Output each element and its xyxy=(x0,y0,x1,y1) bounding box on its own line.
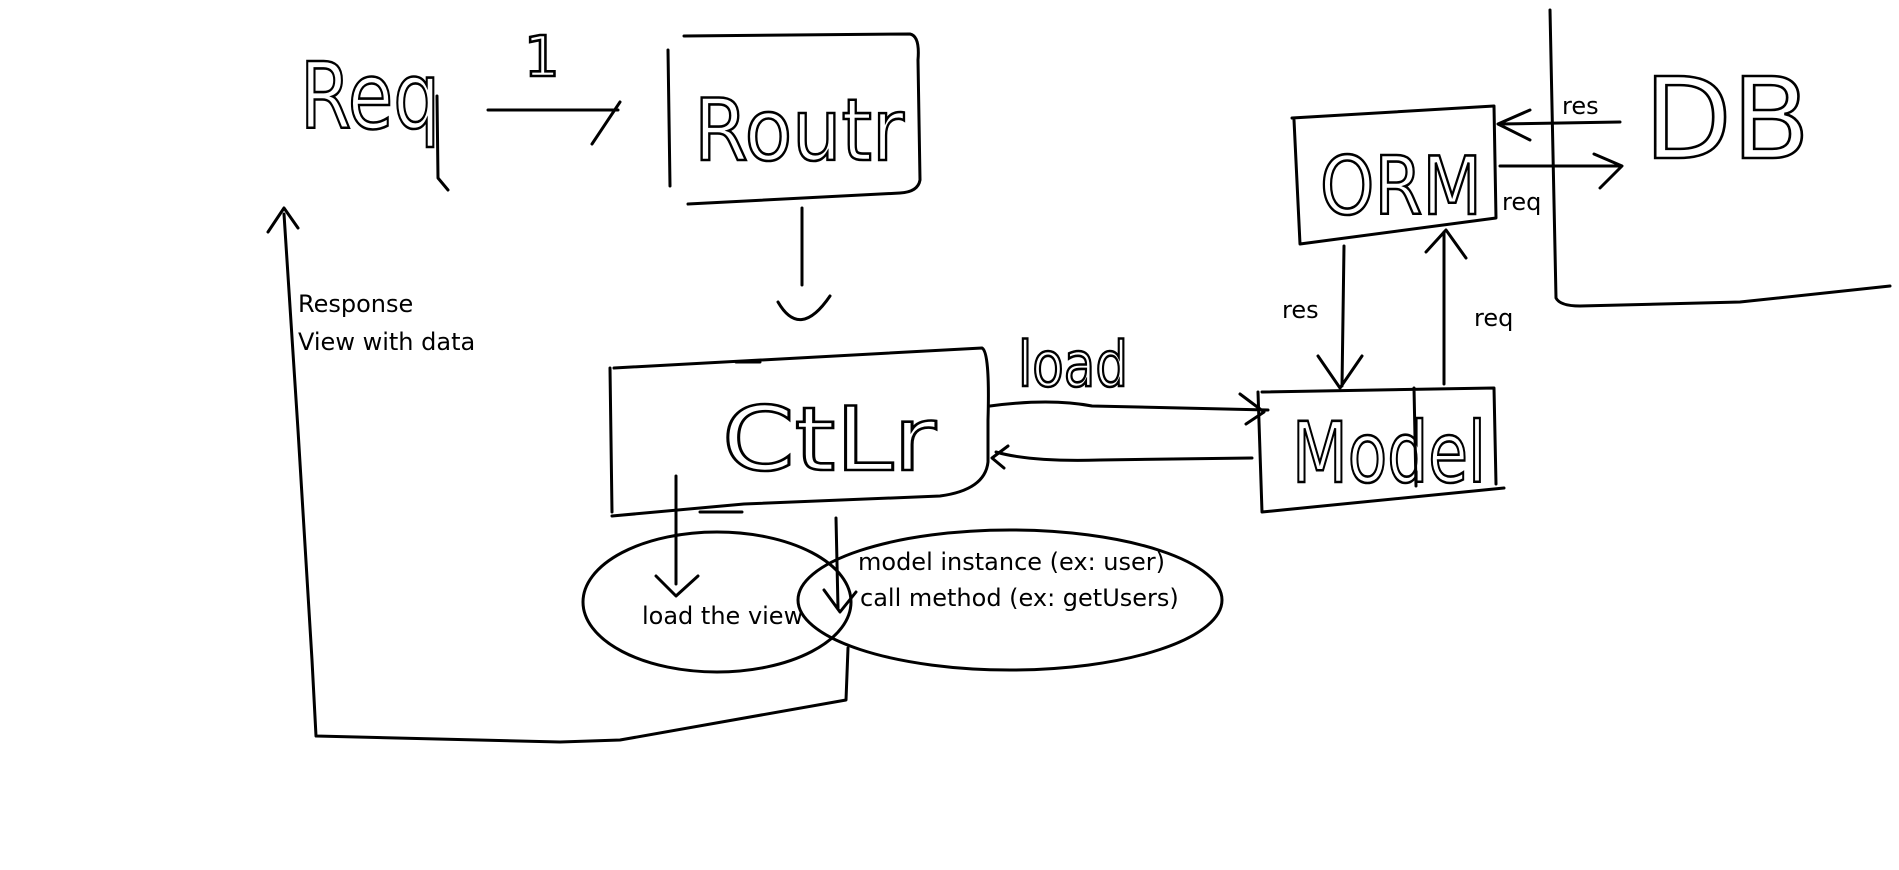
edge-ctlr-model: load xyxy=(988,327,1270,470)
edge-orm-db: req xyxy=(1498,152,1624,216)
edge-model-ctlr-line xyxy=(990,444,1254,470)
node-controller-box-detail xyxy=(698,360,762,514)
node-req: Req xyxy=(299,42,450,192)
edge-orm-db-label: req xyxy=(1502,188,1541,216)
edge-orm-model: res xyxy=(1282,244,1364,390)
edge-response-line xyxy=(266,206,850,744)
node-model-box xyxy=(1256,386,1506,514)
ctlr-to-view-arrow xyxy=(654,474,700,598)
edge-db-orm-line xyxy=(1496,108,1622,142)
edge-db-orm: res xyxy=(1496,92,1622,142)
node-orm-box xyxy=(1290,104,1498,246)
model-bubble: model instance (ex: user) call method (e… xyxy=(796,516,1224,672)
edge-req-router-line xyxy=(486,100,622,146)
node-db-label: DB xyxy=(1644,55,1810,185)
edge-model-orm: req xyxy=(1424,228,1513,386)
view-bubble: load the view xyxy=(581,474,853,674)
node-db: DB xyxy=(1548,8,1892,308)
edge-ctlr-model-label: load xyxy=(1018,328,1128,401)
model-bubble-ellipse xyxy=(796,528,1224,672)
note-response-line2: View with data xyxy=(298,328,475,356)
edge-req-router: 1 xyxy=(486,24,622,146)
edge-model-orm-label: req xyxy=(1474,304,1513,332)
node-router: Routr xyxy=(666,32,922,206)
edge-orm-model-label: res xyxy=(1282,296,1319,324)
ctlr-to-model-note-arrow xyxy=(822,516,858,614)
node-model: Model xyxy=(1256,386,1506,514)
node-controller-label: CtLr xyxy=(722,388,937,491)
node-model-label: Model xyxy=(1292,404,1486,502)
req-separator-line xyxy=(435,94,450,192)
edge-orm-model-line xyxy=(1316,244,1364,390)
edge-db-orm-label: res xyxy=(1562,92,1599,120)
note-model-instance: model instance (ex: user) xyxy=(858,548,1165,576)
edge-ctlr-model-line xyxy=(988,392,1270,426)
node-router-label: Routr xyxy=(694,81,905,181)
node-orm-label: ORM xyxy=(1320,140,1482,233)
edge-model-orm-line xyxy=(1424,228,1468,386)
note-response-line1: Response xyxy=(298,290,413,318)
node-controller: CtLr xyxy=(608,346,990,518)
edge-orm-db-line xyxy=(1498,152,1624,190)
node-req-label: Req xyxy=(300,43,440,150)
node-router-box xyxy=(666,32,922,206)
note-call-method: call method (ex: getUsers) xyxy=(860,584,1179,612)
node-controller-box xyxy=(608,346,990,518)
edge-response: Response View with data xyxy=(266,206,850,744)
view-bubble-ellipse xyxy=(581,530,853,674)
db-boundary-line xyxy=(1548,8,1892,308)
note-load-view: load the view xyxy=(642,602,803,630)
node-orm: ORM xyxy=(1290,104,1498,246)
edge-req-router-step: 1 xyxy=(524,25,560,90)
edge-router-ctlr xyxy=(776,206,832,321)
